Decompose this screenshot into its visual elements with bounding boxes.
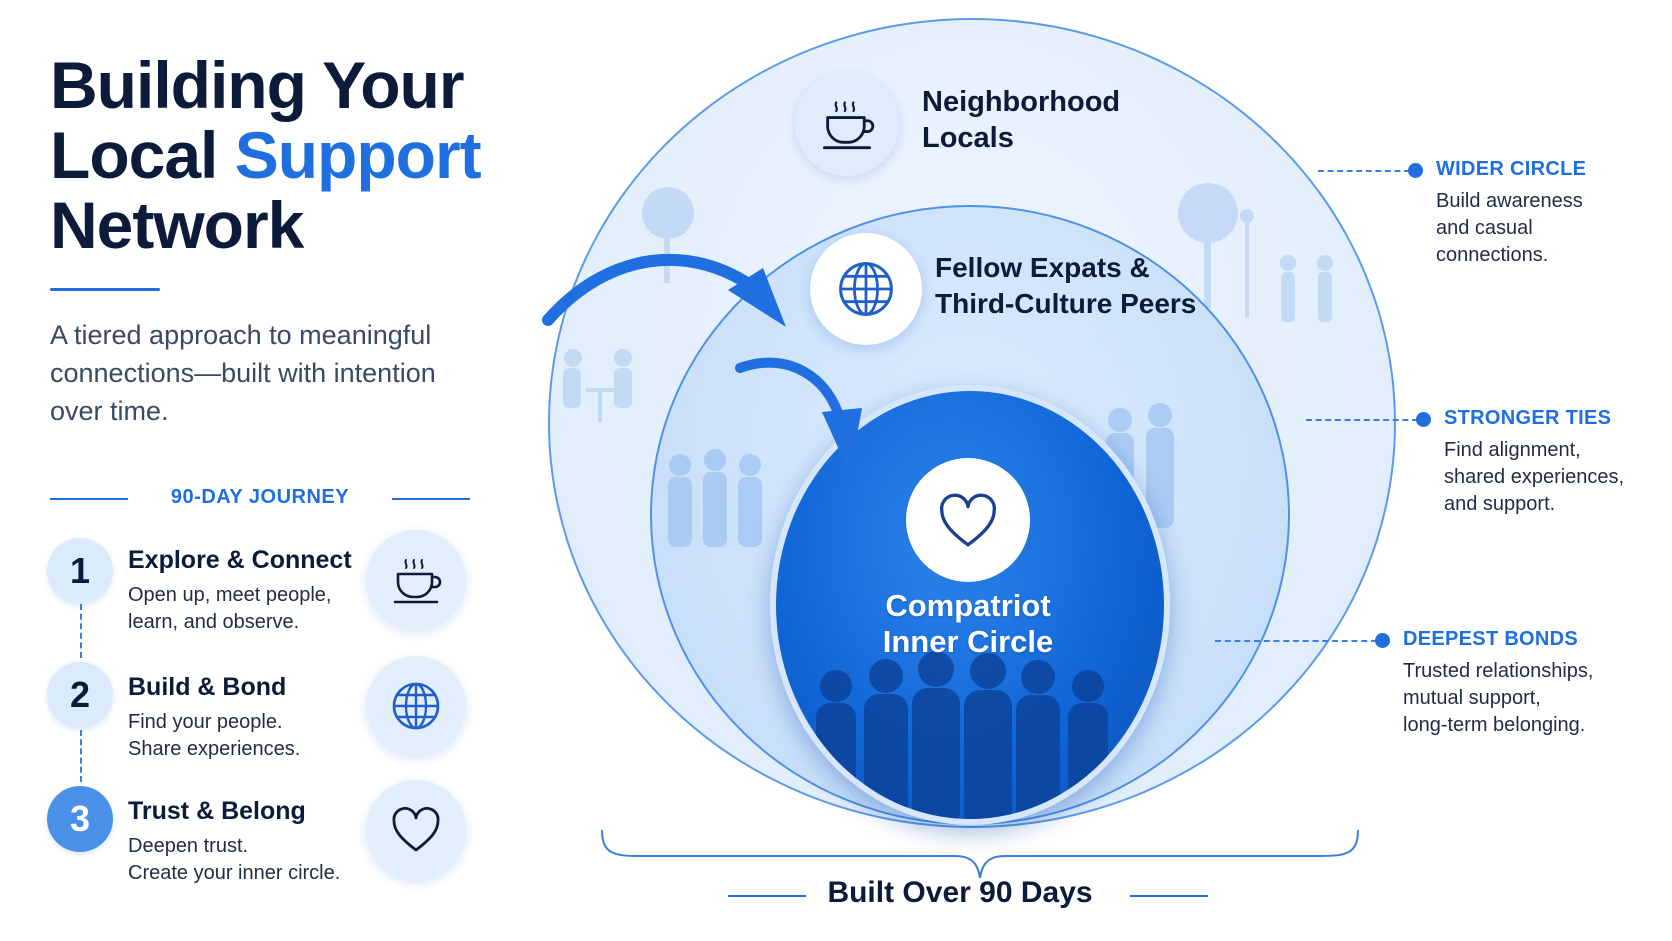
inner-ring-label: Compatriot Inner Circle [868, 588, 1068, 660]
journey-heading-rule-right [392, 498, 470, 500]
title-line-2-text: Local [50, 118, 235, 192]
journey-heading: 90-DAY JOURNEY [50, 486, 470, 512]
step-desc-1: Open up, meet people, learn, and observe… [128, 582, 331, 636]
title-underline [50, 288, 160, 291]
annotation-leader-deepest [1215, 640, 1377, 642]
step-desc-2-line-1: Find your people. [128, 711, 283, 733]
step-number-3: 3 [47, 786, 113, 852]
footer-rule-left [728, 895, 806, 897]
annotation-title-stronger: STRONGER TIES [1444, 407, 1612, 429]
annotation-desc-wider-line-1: Build awareness [1436, 190, 1583, 212]
step-title-1: Explore & Connect [128, 546, 352, 574]
middle-ring-label: Fellow Expats & Third-Culture Peers [935, 250, 1196, 322]
footer-label: Built Over 90 Days [827, 876, 1093, 909]
arrows-layer [542, 254, 862, 474]
step-icon-3 [366, 780, 466, 880]
heart-icon [940, 493, 996, 547]
outer-ring-label-line-1: Neighborhood [922, 86, 1121, 118]
annotation-dot-stronger [1416, 412, 1431, 427]
annotation-dot-wider [1408, 163, 1423, 178]
step-title-2: Build & Bond [128, 673, 287, 701]
annotation-dot-deepest [1375, 633, 1390, 648]
inner-ring-label-line-1: Compatriot [885, 588, 1051, 623]
step-connector-1-2 [80, 604, 82, 658]
journey-heading-rule-left [50, 498, 128, 500]
middle-ring-label-line-1: Fellow Expats & [935, 252, 1150, 283]
step-number-1: 1 [47, 538, 113, 604]
step-desc-2-line-2: Share experiences. [128, 738, 301, 760]
step-title-3: Trust & Belong [128, 797, 306, 825]
coffee-cup-icon [393, 559, 442, 604]
step-item-2: 2 [47, 662, 113, 728]
outer-ring-label: Neighborhood Locals [922, 84, 1120, 156]
annotation-title-wider: WIDER CIRCLE [1436, 158, 1587, 180]
annotation-leader-wider [1318, 170, 1410, 172]
background-scenery [563, 183, 1333, 422]
step-icon-1 [366, 530, 466, 630]
title-line-1: Building Your [50, 48, 465, 122]
curved-arrow-inner-icon [735, 357, 845, 425]
step-connector-2-3 [80, 730, 82, 782]
title-accent-text: Support [234, 118, 482, 192]
inner-ring-label-line-2: Inner Circle [882, 624, 1054, 659]
step-desc-3: Deepen trust. Create your inner circle. [128, 833, 340, 887]
annotation-desc-stronger: Find alignment, shared experiences, and … [1444, 437, 1624, 518]
middle-ring-icon [810, 233, 922, 345]
globe-icon [839, 262, 893, 316]
step-desc-2: Find your people. Share experiences. [128, 709, 300, 763]
title-line-3: Network [50, 188, 304, 262]
step-desc-1-line-1: Open up, meet people, [128, 584, 332, 606]
globe-icon [392, 682, 440, 730]
step-desc-3-line-2: Create your inner circle. [128, 862, 341, 884]
step-icon-2 [366, 656, 466, 756]
annotation-desc-wider-line-3: connections. [1436, 244, 1549, 266]
outer-ring-icon [795, 72, 899, 176]
annotation-desc-wider-line-2: and casual [1436, 217, 1533, 239]
group-silhouette [816, 651, 1108, 819]
footer-rule-right [1130, 895, 1208, 897]
coffee-cup-icon [822, 101, 875, 150]
annotation-desc-deepest: Trusted relationships, mutual support, l… [1403, 658, 1593, 739]
annotation-desc-deepest-line-2: mutual support, [1403, 687, 1541, 709]
outer-ring-label-line-2: Locals [922, 122, 1014, 154]
page-title: Building Your Local Support Network [50, 50, 520, 260]
annotation-desc-wider: Build awareness and casual connections. [1436, 188, 1583, 269]
heart-icon [392, 807, 440, 852]
step-number-2: 2 [47, 662, 113, 728]
annotation-desc-stronger-line-3: and support. [1444, 493, 1556, 515]
subtitle: A tiered approach to meaningful connecti… [50, 320, 436, 426]
annotation-desc-stronger-line-2: shared experiences, [1444, 466, 1625, 488]
annotation-desc-deepest-line-3: long-term belonging. [1403, 714, 1586, 736]
bottom-brace-icon [601, 829, 1359, 879]
curved-arrow-outer-icon [542, 254, 756, 326]
journey-heading-text: 90-DAY JOURNEY [170, 486, 350, 508]
step-item-1: 1 [47, 538, 113, 604]
annotation-title-deepest: DEEPEST BONDS [1403, 628, 1579, 650]
annotation-leader-stronger [1306, 419, 1418, 421]
inner-ring-icon [906, 458, 1030, 582]
title-line-2: Local Support [50, 120, 520, 190]
step-desc-1-line-2: learn, and observe. [128, 611, 300, 633]
step-desc-3-line-1: Deepen trust. [128, 835, 249, 857]
middle-ring-label-line-2: Third-Culture Peers [935, 288, 1197, 319]
arrow-head-outer-icon [728, 268, 786, 327]
annotation-desc-deepest-line-1: Trusted relationships, [1403, 660, 1594, 682]
annotation-desc-stronger-line-1: Find alignment, [1444, 439, 1581, 461]
arrow-head-inner-icon [822, 408, 862, 474]
step-item-3: 3 [47, 786, 113, 852]
